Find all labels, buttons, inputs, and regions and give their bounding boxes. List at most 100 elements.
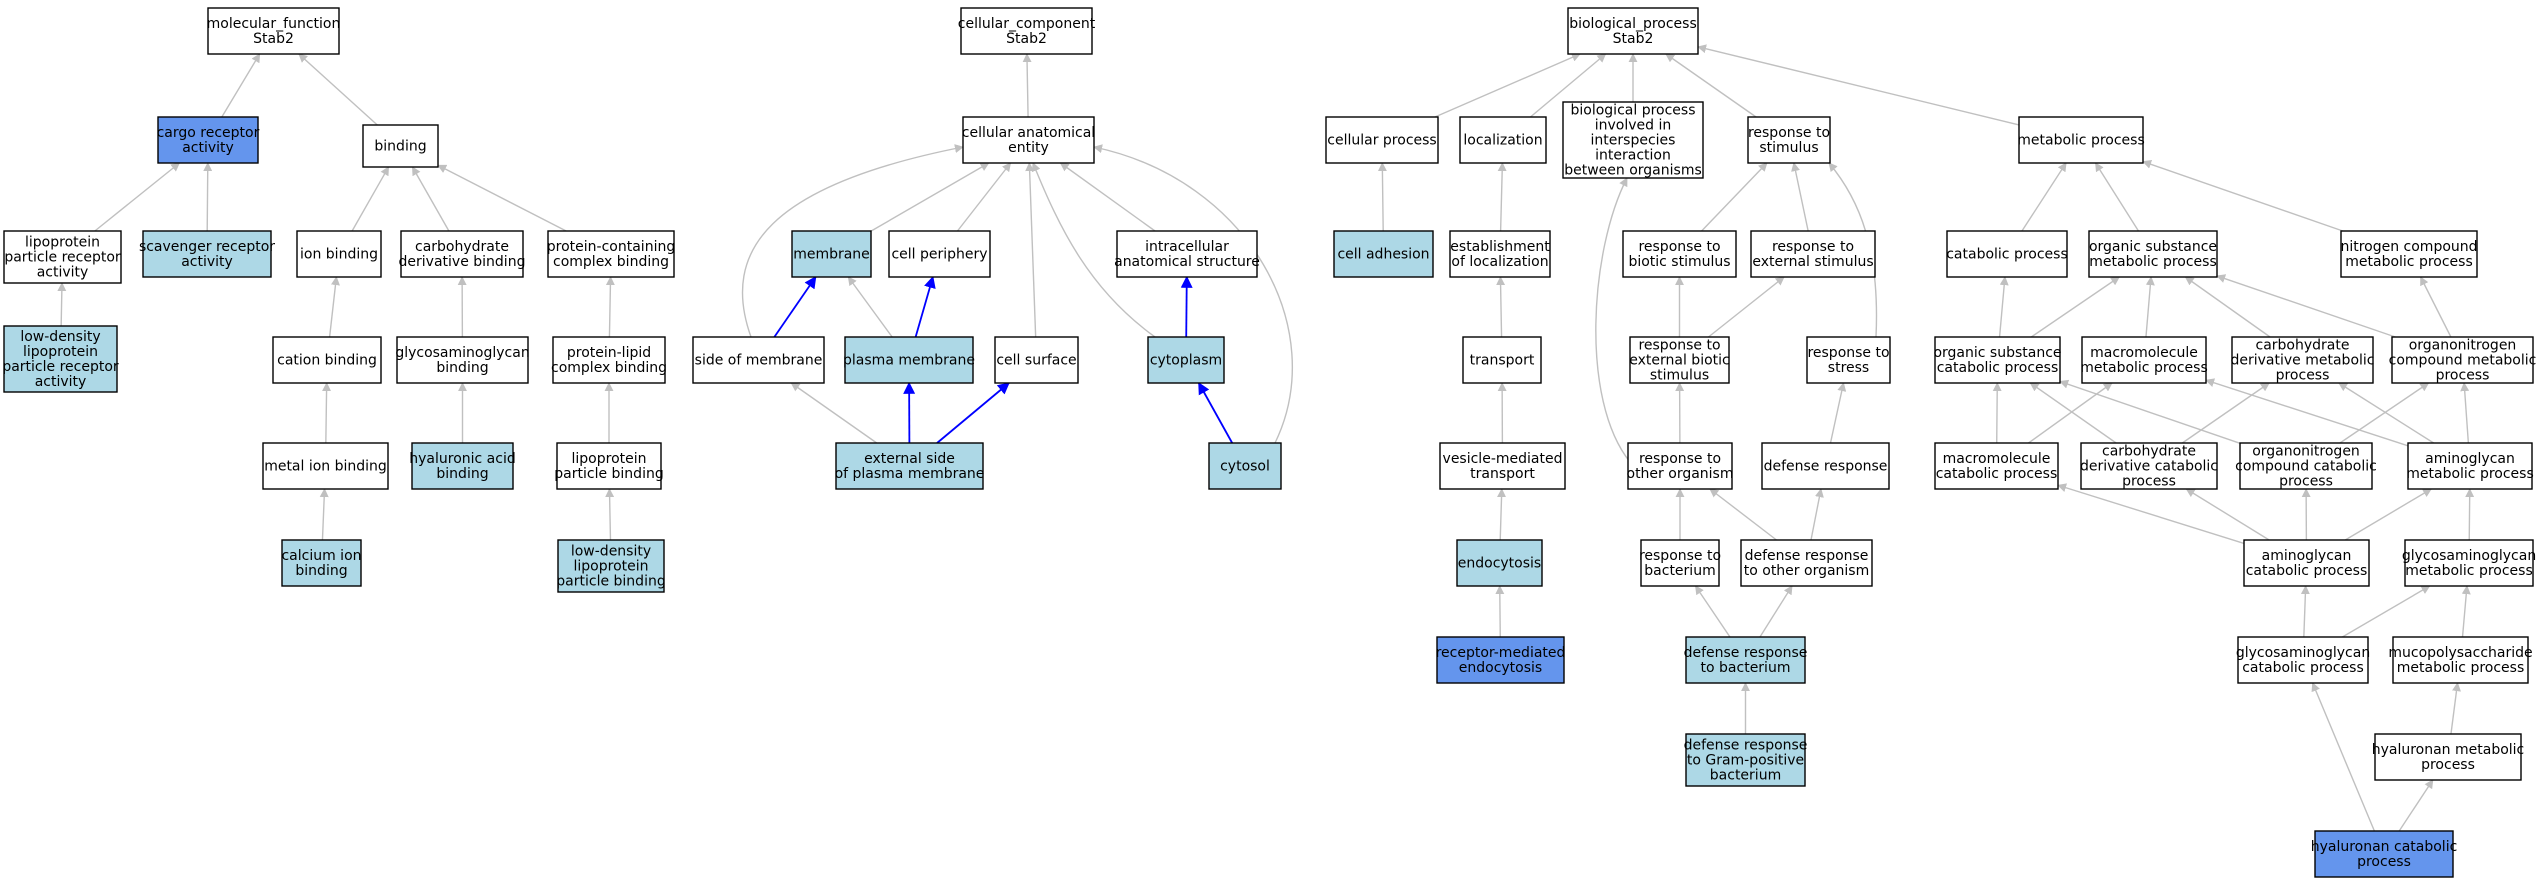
node-box (2088, 230, 2218, 278)
node-box (791, 230, 872, 278)
node-transport[interactable]: transport (1462, 336, 1542, 384)
edge-gag_cat-to-gag_met (2342, 585, 2431, 638)
node-cytosol[interactable]: cytosol (1208, 442, 1282, 490)
node-box (994, 336, 1079, 384)
edge-biotic-to-stim (1701, 162, 1768, 232)
node-adhesion[interactable]: cell adhesion (1333, 230, 1434, 278)
node-label-line: external biotic (1629, 353, 1729, 369)
node-box (2243, 539, 2370, 587)
node-metal_b[interactable]: metal ion binding (262, 442, 389, 490)
node-endo[interactable]: endocytosis (1456, 539, 1543, 587)
node-ion_b[interactable]: ion binding (296, 230, 382, 278)
node-box (1622, 230, 1737, 278)
node-plasma[interactable]: plasma membrane (843, 336, 975, 384)
node-local[interactable]: localization (1459, 116, 1547, 164)
edge-carb_cat-to-org_cat (2029, 382, 2117, 444)
node-box (1640, 539, 1720, 587)
node-label-line: organonitrogen (2252, 444, 2360, 460)
node-cation_b[interactable]: cation binding (272, 336, 382, 384)
node-catab[interactable]: catabolic process (1946, 230, 2068, 278)
node-defense[interactable]: defense response (1761, 442, 1890, 490)
node-box (1761, 442, 1890, 490)
node-box (1629, 336, 1730, 384)
node-label-line: mucopolysaccharide (2388, 645, 2532, 661)
node-label-line: external side (864, 451, 955, 467)
node-label-line: response to (1638, 239, 1720, 255)
node-side_m[interactable]: side of membrane (692, 336, 825, 384)
node-label-line: biological process (1571, 103, 1696, 119)
node-surface[interactable]: cell surface (994, 336, 1079, 384)
edge-ext_pm-to-surface (936, 382, 1010, 444)
node-metab[interactable]: metabolic process (2017, 116, 2145, 164)
node-label-line: hyaluronic acid (409, 451, 515, 467)
node-cytoplasm[interactable]: cytoplasm (1147, 336, 1225, 384)
node-cell_proc[interactable]: cellular process (1325, 116, 1439, 164)
edge-defense-to-stress (1829, 382, 1847, 444)
node-box (2237, 636, 2369, 684)
edge-plasma-to-periph (914, 275, 936, 338)
node-label-line: protein-lipid (567, 345, 651, 361)
edge-cation_b-to-ion_b (328, 276, 340, 338)
edge-carb_met-to-org_met (2184, 276, 2271, 338)
node-box (547, 230, 675, 278)
node-label-line: compound metabolic (2389, 353, 2537, 369)
node-box (272, 336, 382, 384)
node-binding[interactable]: binding (362, 124, 439, 168)
node-label-line: defense response (1764, 459, 1888, 475)
node-membrane[interactable]: membrane (791, 230, 872, 278)
node-label-line: carbohydrate (2256, 338, 2350, 354)
node-label-line: binding (436, 360, 488, 376)
node-periph[interactable]: cell periphery (888, 230, 991, 278)
node-box (2340, 230, 2478, 278)
node-box (556, 442, 662, 490)
